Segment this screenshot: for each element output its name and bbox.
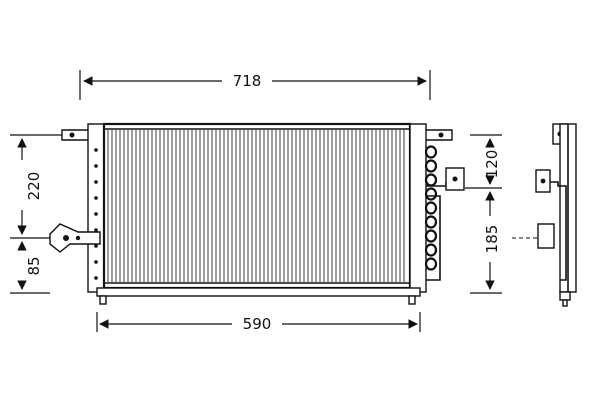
dimension-right-heights: 120 185 bbox=[465, 134, 502, 294]
tank-hole bbox=[94, 196, 98, 200]
tank-hole bbox=[94, 276, 98, 280]
side-lower-bracket bbox=[537, 223, 555, 249]
dimension-left-heights: 220 85 bbox=[10, 134, 62, 294]
bottom-rail bbox=[96, 287, 421, 297]
header-tank-right bbox=[409, 123, 427, 293]
dim-label-85: 85 bbox=[25, 256, 43, 275]
dim-label-718: 718 bbox=[233, 72, 262, 90]
header-tank-left-holes bbox=[94, 148, 98, 280]
side-foot-stub bbox=[562, 299, 568, 307]
dim-label-220: 220 bbox=[25, 172, 43, 201]
tank-coil bbox=[424, 201, 438, 215]
dimension-core-width: 590 bbox=[96, 312, 421, 333]
foot-left bbox=[99, 295, 107, 305]
tank-hole bbox=[94, 244, 98, 248]
side-foot bbox=[559, 291, 571, 301]
core-fins bbox=[107, 130, 405, 282]
dimension-overall-width: 718 bbox=[79, 70, 431, 100]
tank-hole bbox=[94, 228, 98, 232]
header-tank-right-coils bbox=[424, 145, 438, 271]
dim-label-185: 185 bbox=[483, 225, 501, 254]
tank-hole bbox=[94, 180, 98, 184]
bracket-lower-left bbox=[49, 223, 101, 253]
tank-coil bbox=[424, 173, 438, 187]
tank-coil bbox=[424, 243, 438, 257]
tank-coil bbox=[424, 229, 438, 243]
condenser-front-view bbox=[49, 122, 465, 305]
tank-hole bbox=[94, 212, 98, 216]
condenser-side-view bbox=[512, 123, 577, 307]
foot-right bbox=[408, 295, 416, 305]
tank-coil bbox=[424, 257, 438, 271]
tank-hole bbox=[94, 148, 98, 152]
tank-hole bbox=[94, 164, 98, 168]
tank-coil bbox=[424, 187, 438, 201]
dim-label-120: 120 bbox=[483, 150, 501, 179]
tank-hole bbox=[94, 260, 98, 264]
side-pipe bbox=[548, 181, 567, 281]
tank-coil bbox=[424, 215, 438, 229]
tank-coil bbox=[424, 145, 438, 159]
tank-coil bbox=[424, 159, 438, 173]
dim-label-590: 590 bbox=[243, 315, 272, 333]
